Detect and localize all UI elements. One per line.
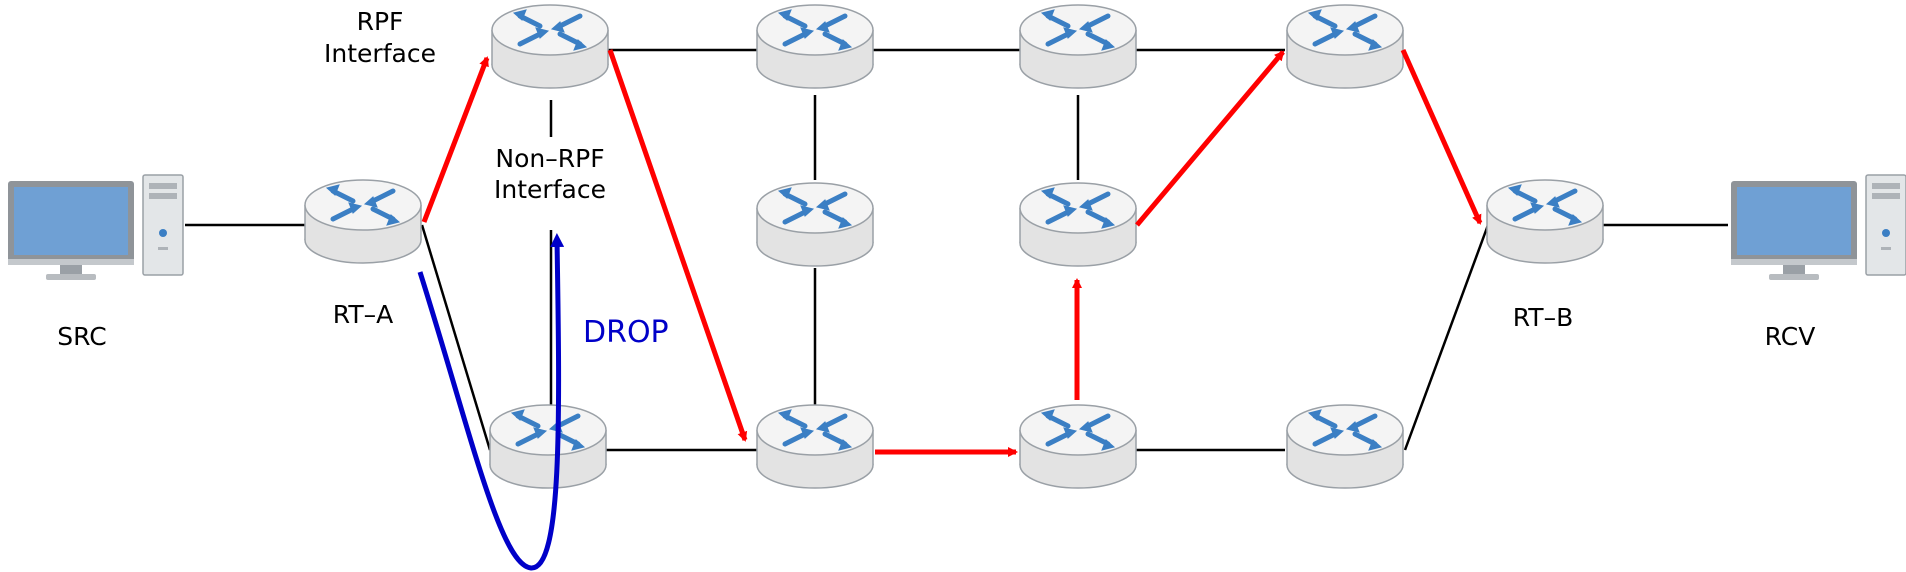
router-top-3 xyxy=(1020,5,1136,88)
label-non-rpf-2: Interface xyxy=(494,175,606,204)
router-icon xyxy=(490,405,606,488)
router-non-rpf xyxy=(490,405,606,488)
router-bottom-3 xyxy=(1020,405,1136,488)
desktop-computer-icon xyxy=(7,174,184,281)
links xyxy=(185,48,1728,452)
label-rpf-2: Interface xyxy=(324,39,436,68)
router-mid-2 xyxy=(757,183,873,266)
router-icon xyxy=(305,180,421,263)
label-non-rpf-1: Non–RPF xyxy=(495,144,604,173)
router-icon xyxy=(757,405,873,488)
router-bottom-4 xyxy=(1287,405,1403,488)
router-rt-a xyxy=(305,180,421,263)
router-icon xyxy=(1487,180,1603,263)
router-icon xyxy=(492,5,608,88)
desktop-computer-icon xyxy=(1730,174,1906,281)
drop-path xyxy=(417,233,565,571)
router-bottom-2 xyxy=(757,405,873,488)
router-icon xyxy=(1020,183,1136,266)
label-drop: DROP xyxy=(583,315,669,350)
router-icon xyxy=(757,5,873,88)
multicast-path xyxy=(421,48,1483,457)
router-icon xyxy=(1020,5,1136,88)
router-rt-b xyxy=(1487,180,1603,263)
router-top-4 xyxy=(1287,5,1403,88)
label-rt-a: RT–A xyxy=(333,300,393,329)
router-rpf xyxy=(492,5,608,88)
label-rt-b: RT–B xyxy=(1513,303,1573,332)
label-rcv: RCV xyxy=(1765,322,1816,351)
router-icon xyxy=(1287,5,1403,88)
router-icon xyxy=(1287,405,1403,488)
label-rpf-1: RPF xyxy=(357,7,404,36)
router-mid-3 xyxy=(1020,183,1136,266)
router-icon xyxy=(1020,405,1136,488)
router-top-2 xyxy=(757,5,873,88)
label-src: SRC xyxy=(57,322,106,351)
router-icon xyxy=(757,183,873,266)
